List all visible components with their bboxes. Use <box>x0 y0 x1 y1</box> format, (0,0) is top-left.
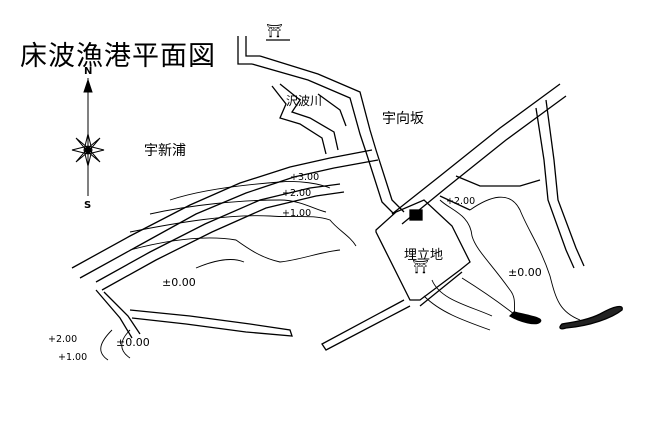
compass-north-label: N <box>84 66 93 77</box>
elevation-label: +2.00 <box>48 334 78 345</box>
compass-rose <box>71 78 105 196</box>
elevation-label: ±0.00 <box>116 336 150 349</box>
elevation-label: +1.00 <box>58 352 88 363</box>
coastal-road <box>71 149 379 291</box>
east-roads <box>391 83 585 269</box>
place-label-mukaisaka: 宇向坂 <box>382 111 424 127</box>
reclaimed-land-block <box>321 199 471 351</box>
elevation-label: +2.00 <box>282 188 312 199</box>
north-road <box>237 36 405 215</box>
shrine-icon: ⛩ <box>266 24 283 39</box>
elevation-label: ±0.00 <box>508 266 542 279</box>
place-label-shinura: 宇新浦 <box>144 143 186 159</box>
elevation-label: ±0.00 <box>162 276 196 289</box>
offshore-breakwater <box>508 305 623 330</box>
contour-lines <box>100 181 581 361</box>
place-label-sawanami-river: 沢波川 <box>286 94 323 108</box>
shrine-icon: ⛩ <box>412 260 429 275</box>
river-outline <box>271 83 347 155</box>
place-label-reclaimed-land: 埋立地 <box>404 248 444 263</box>
breakwater-left <box>95 289 293 339</box>
compass-south-label: S <box>84 200 92 211</box>
map-title: 床波漁港平面図 <box>20 41 216 72</box>
elevation-label: +3.00 <box>290 172 320 183</box>
elevation-label: +2.00 <box>446 196 476 207</box>
elevation-label: +1.00 <box>282 208 312 219</box>
